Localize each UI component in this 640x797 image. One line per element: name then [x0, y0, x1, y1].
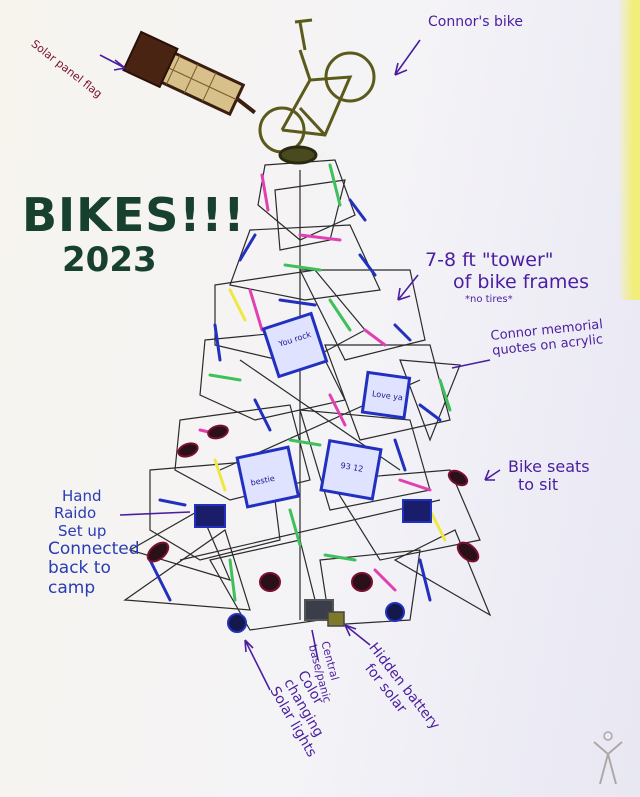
label-seats-line2: to sit	[518, 476, 590, 494]
bike-seat-icon	[177, 441, 200, 459]
label-radio: Hand Raido Set up Connected back to camp	[48, 488, 140, 598]
acrylic-panel-2: Love ya	[362, 372, 409, 417]
label-radio-line1: Hand	[62, 488, 140, 505]
acrylic-panel-4: bestie	[237, 447, 298, 507]
bike-seat-icon	[207, 424, 229, 441]
label-radio-line4: Connected	[48, 540, 140, 560]
title-bikes: BIKES!!!	[22, 188, 245, 242]
solar-panel-flag	[123, 32, 265, 128]
radio-box-icon	[195, 505, 225, 527]
bike-seat-icon	[352, 573, 372, 591]
label-tower-line2: of bike frames	[453, 272, 589, 294]
label-tower: 7-8 ft "tower" of bike frames *no tires*	[425, 250, 589, 305]
bike-seat-icon	[260, 573, 280, 591]
hidden-battery-icon	[328, 612, 344, 626]
radio-box-icon	[403, 500, 431, 522]
acrylic-panel-1: You rock	[263, 313, 326, 376]
title-year: 2023	[62, 240, 157, 280]
solar-light-icon	[228, 614, 246, 632]
label-connor-bike-text: Connor's bike	[428, 14, 523, 30]
solar-light-icon	[386, 603, 404, 621]
bike-seat-icon	[454, 539, 481, 565]
label-radio-line3: Set up	[58, 523, 140, 540]
label-radio-line5: back to	[48, 559, 140, 579]
hand-radio-boxes	[195, 500, 431, 527]
label-connor-bike: Connor's bike	[428, 14, 523, 30]
label-radio-line6: camp	[48, 579, 140, 599]
label-seats: Bike seats to sit	[508, 458, 590, 495]
label-tower-note: *no tires*	[465, 294, 589, 306]
label-seats-line1: Bike seats	[508, 458, 590, 476]
connor-bike	[260, 20, 374, 163]
label-tower-line1: 7-8 ft "tower"	[425, 250, 589, 272]
bike-seat-icon	[280, 147, 316, 163]
base-elements	[228, 600, 404, 632]
label-radio-line2: Raido	[54, 505, 140, 522]
corner-figure-logo	[588, 728, 628, 788]
acrylic-panel-3: 93 12	[321, 441, 381, 499]
